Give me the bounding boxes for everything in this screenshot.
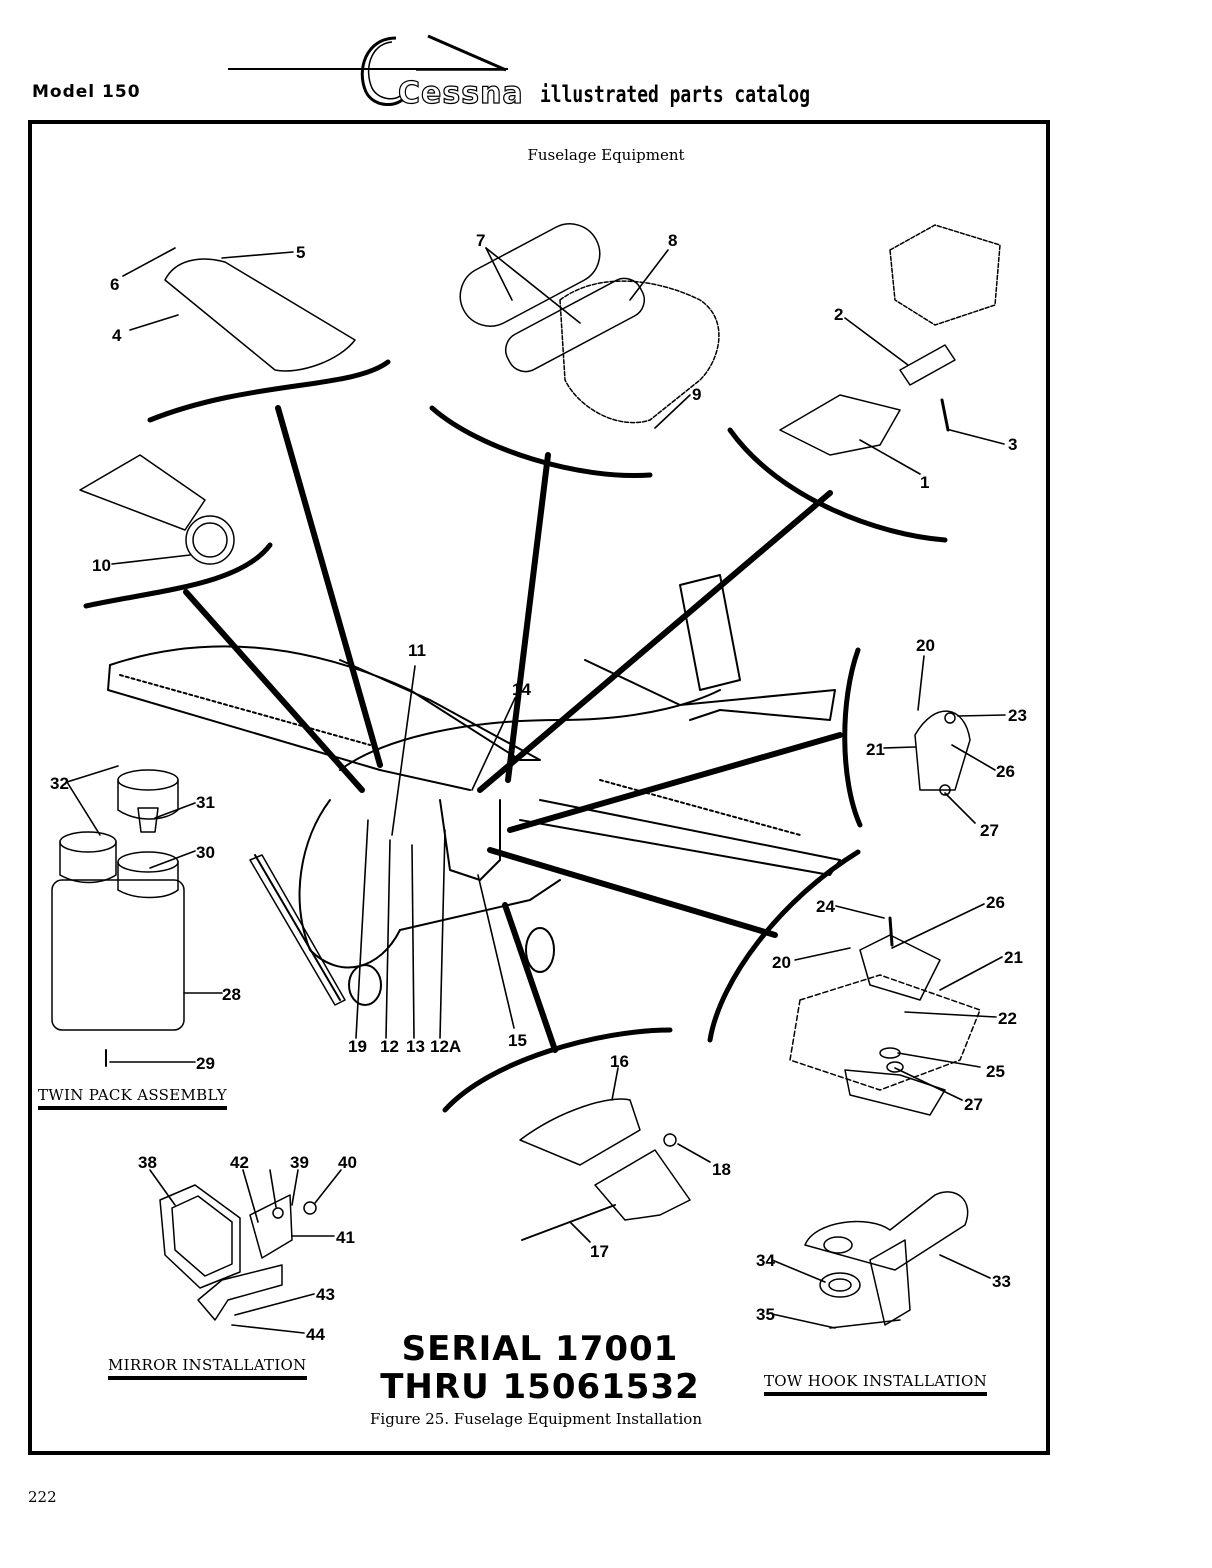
detail-arc — [842, 647, 863, 828]
callout-21b: 21 — [1004, 948, 1023, 967]
figure-frame — [28, 120, 1050, 1455]
figure-caption: Figure 25. Fuselage Equipment Installati… — [369, 1410, 702, 1428]
callout-27a: 27 — [980, 821, 999, 840]
serial-line-2: THRU 15061532 — [380, 1367, 700, 1407]
callout-13: 13 — [406, 1037, 425, 1056]
callout-15: 15 — [508, 1031, 527, 1050]
model-label: Model 150 — [32, 82, 141, 102]
callout-24: 24 — [816, 897, 835, 916]
callout-28: 28 — [222, 985, 241, 1004]
callout-20b: 20 — [772, 953, 791, 972]
cessna-logo-icon — [360, 34, 507, 106]
detail-arc — [727, 427, 948, 543]
callout-34: 34 — [756, 1251, 775, 1270]
callout-7: 7 — [476, 231, 485, 250]
callout-5: 5 — [296, 243, 305, 262]
callout-20a: 20 — [916, 636, 935, 655]
callout-10: 10 — [92, 556, 111, 575]
airplane-drawing — [107, 574, 841, 1006]
callout-26a: 26 — [996, 762, 1015, 781]
callout-9: 9 — [692, 385, 701, 404]
detail-arc — [429, 405, 653, 479]
callout-22: 22 — [998, 1009, 1017, 1028]
tow-hook-heading: TOW HOOK INSTALLATION — [764, 1372, 988, 1396]
tow-hook — [804, 1191, 969, 1271]
callout-38: 38 — [138, 1153, 157, 1172]
callout-12: 12 — [380, 1037, 399, 1056]
detail-arc — [83, 542, 273, 609]
callout-39: 39 — [290, 1153, 309, 1172]
callout-18: 18 — [712, 1160, 731, 1179]
serial-line-1: SERIAL 17001 — [401, 1329, 679, 1369]
callout-31: 31 — [196, 793, 215, 812]
twin-pack-heading: TWIN PACK ASSEMBLY — [38, 1086, 227, 1110]
callout-12a: 12A — [430, 1037, 461, 1056]
figure-title: Fuselage Equipment — [527, 146, 685, 164]
detail-arc — [442, 1027, 673, 1113]
callout-2: 2 — [834, 305, 843, 324]
callout-6: 6 — [110, 275, 119, 294]
callout-4: 4 — [112, 326, 122, 345]
callout-11: 11 — [408, 641, 426, 660]
fire-extinguisher — [459, 223, 601, 327]
callout-35: 35 — [756, 1305, 775, 1324]
callout-25: 25 — [986, 1062, 1005, 1081]
sun-visor — [164, 258, 356, 372]
callout-40: 40 — [338, 1153, 357, 1172]
callout-41: 41 — [336, 1228, 355, 1247]
callout-43: 43 — [316, 1285, 335, 1304]
brand-name: Cessna — [397, 75, 524, 111]
callout-26b: 26 — [986, 893, 1005, 912]
callout-42: 42 — [230, 1153, 249, 1172]
callout-3: 3 — [1008, 435, 1017, 454]
step-assembly — [519, 1098, 641, 1166]
twin-pack-canister — [51, 879, 185, 1031]
detail-arc — [147, 359, 391, 423]
callout-27b: 27 — [964, 1095, 983, 1114]
callout-33: 33 — [992, 1272, 1011, 1291]
mirror-heading: MIRROR INSTALLATION — [108, 1356, 307, 1380]
callout-17: 17 — [590, 1242, 609, 1261]
callout-29: 29 — [196, 1054, 215, 1073]
callout-30: 30 — [196, 843, 215, 862]
callout-23: 23 — [1008, 706, 1027, 725]
callout-19: 19 — [348, 1037, 367, 1056]
callout-21a: 21 — [866, 740, 885, 759]
page-number: 222 — [28, 1488, 57, 1506]
callout-16: 16 — [610, 1052, 629, 1071]
callout-1: 1 — [920, 473, 929, 492]
detail-arc — [707, 849, 861, 1043]
catalog-title: illustrated parts catalog — [540, 82, 811, 108]
callout-14: 14 — [512, 680, 531, 699]
callout-32: 32 — [50, 774, 69, 793]
mirror-assembly — [159, 1184, 241, 1289]
callout-44: 44 — [306, 1325, 325, 1344]
callout-8: 8 — [668, 231, 677, 250]
